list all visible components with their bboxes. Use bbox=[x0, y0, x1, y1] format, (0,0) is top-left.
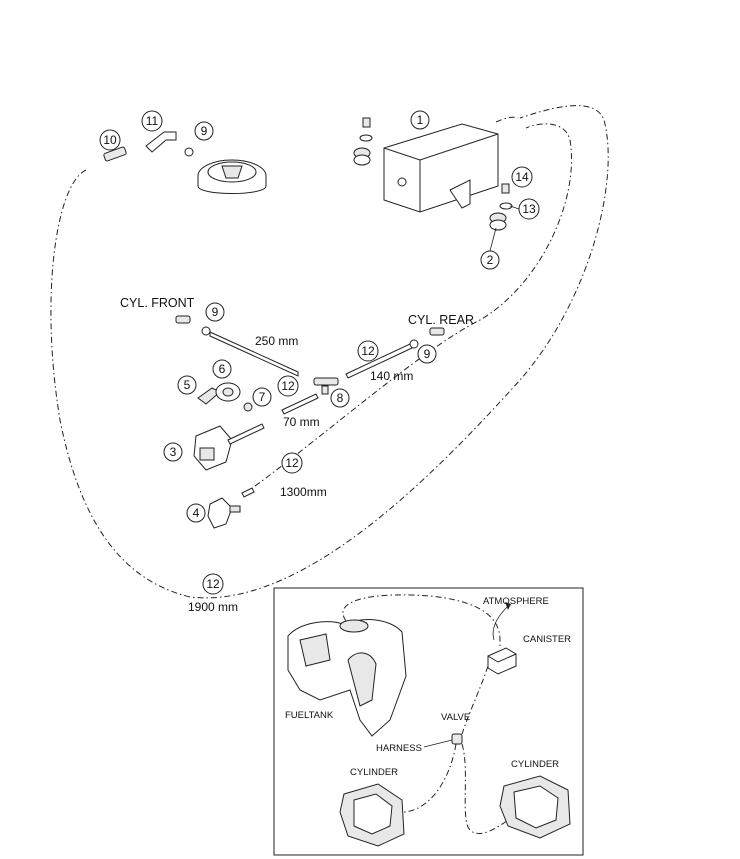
callout-14: 14 bbox=[515, 170, 529, 184]
solenoid-valve-part-3 bbox=[193, 423, 265, 471]
dim-250mm: 250 mm bbox=[255, 334, 298, 348]
callout-12-1300: 12 bbox=[285, 456, 299, 470]
tube-250mm bbox=[209, 331, 299, 377]
callout-3: 3 bbox=[170, 445, 177, 459]
inset-cylinder-right bbox=[499, 775, 571, 839]
callout-9-front: 9 bbox=[212, 305, 219, 319]
callout-8: 8 bbox=[337, 391, 344, 405]
inset-hose-valve-cylinders bbox=[403, 743, 509, 834]
inset-schematic: ATMOSPHERE CANISTER FUELTANK VALVE HARNE… bbox=[273, 587, 584, 856]
label-cyl-front: CYL. FRONT bbox=[120, 296, 195, 310]
part-9-clip-rear bbox=[409, 339, 419, 349]
inset-hose-canister-valve bbox=[461, 665, 489, 735]
dim-1900mm: 1900 mm bbox=[188, 600, 238, 614]
inset-label-canister: CANISTER bbox=[523, 634, 571, 645]
part-9-clip-front bbox=[201, 326, 211, 336]
t-piece-part-8 bbox=[313, 377, 339, 395]
inset-fuel-tank bbox=[287, 619, 407, 737]
callout-11: 11 bbox=[146, 114, 159, 128]
hose-canister-upper bbox=[495, 116, 519, 123]
inset-label-atmosphere: ATMOSPHERE bbox=[483, 596, 549, 607]
inset-cylinder-left bbox=[339, 783, 405, 847]
inset-canister bbox=[487, 647, 517, 675]
inset-hose-tank-canister bbox=[342, 594, 501, 648]
fuel-cap bbox=[197, 159, 267, 194]
callout-4: 4 bbox=[193, 506, 200, 520]
hose-1300mm bbox=[243, 123, 572, 495]
part-10-connector bbox=[103, 146, 127, 162]
callout-9-top: 9 bbox=[201, 124, 208, 138]
valve-part-4 bbox=[207, 497, 241, 529]
part-11-elbow-hose bbox=[145, 131, 177, 153]
tube-1300-end bbox=[241, 487, 255, 498]
valve-grommet-part-6 bbox=[215, 382, 241, 402]
dim-140mm: 140 mm bbox=[370, 369, 413, 383]
hose-1900mm bbox=[50, 105, 609, 599]
canister-mount-left bbox=[353, 117, 373, 166]
valve-nut-part-7 bbox=[243, 402, 253, 412]
part-9-clip-top bbox=[184, 147, 194, 157]
canister-part-1 bbox=[383, 123, 499, 213]
callout-2: 2 bbox=[487, 253, 494, 267]
inset-label-valve: VALVE bbox=[441, 712, 470, 723]
inset-label-fueltank: FUELTANK bbox=[285, 710, 334, 721]
callout-12-1900: 12 bbox=[206, 577, 220, 591]
callout-9-rear: 9 bbox=[424, 347, 431, 361]
canister-mount-right bbox=[489, 183, 513, 231]
callout-12-rear: 12 bbox=[361, 344, 375, 358]
callout-10: 10 bbox=[103, 133, 117, 147]
callout-1: 1 bbox=[417, 113, 424, 127]
dim-70mm: 70 mm bbox=[283, 415, 320, 429]
callout-5: 5 bbox=[184, 378, 191, 392]
inset-label-cylinder-left: CYLINDER bbox=[350, 767, 398, 778]
inset-arrowhead bbox=[505, 602, 511, 610]
fitting-cyl-front bbox=[175, 315, 191, 324]
tube-70mm bbox=[281, 393, 319, 415]
inset-valve bbox=[451, 733, 463, 745]
inset-label-cylinder-right: CYLINDER bbox=[511, 759, 559, 770]
inset-label-harness: HARNESS bbox=[376, 743, 422, 754]
callout-13: 13 bbox=[522, 202, 536, 216]
label-cyl-rear: CYL. REAR bbox=[408, 313, 474, 327]
callout-7: 7 bbox=[259, 390, 266, 404]
callout-6: 6 bbox=[219, 362, 226, 376]
fitting-cyl-rear bbox=[429, 327, 445, 336]
dim-1300mm: 1300mm bbox=[280, 485, 327, 499]
inset-arrow-atmosphere bbox=[492, 605, 509, 641]
callout-12-mid: 12 bbox=[281, 379, 295, 393]
